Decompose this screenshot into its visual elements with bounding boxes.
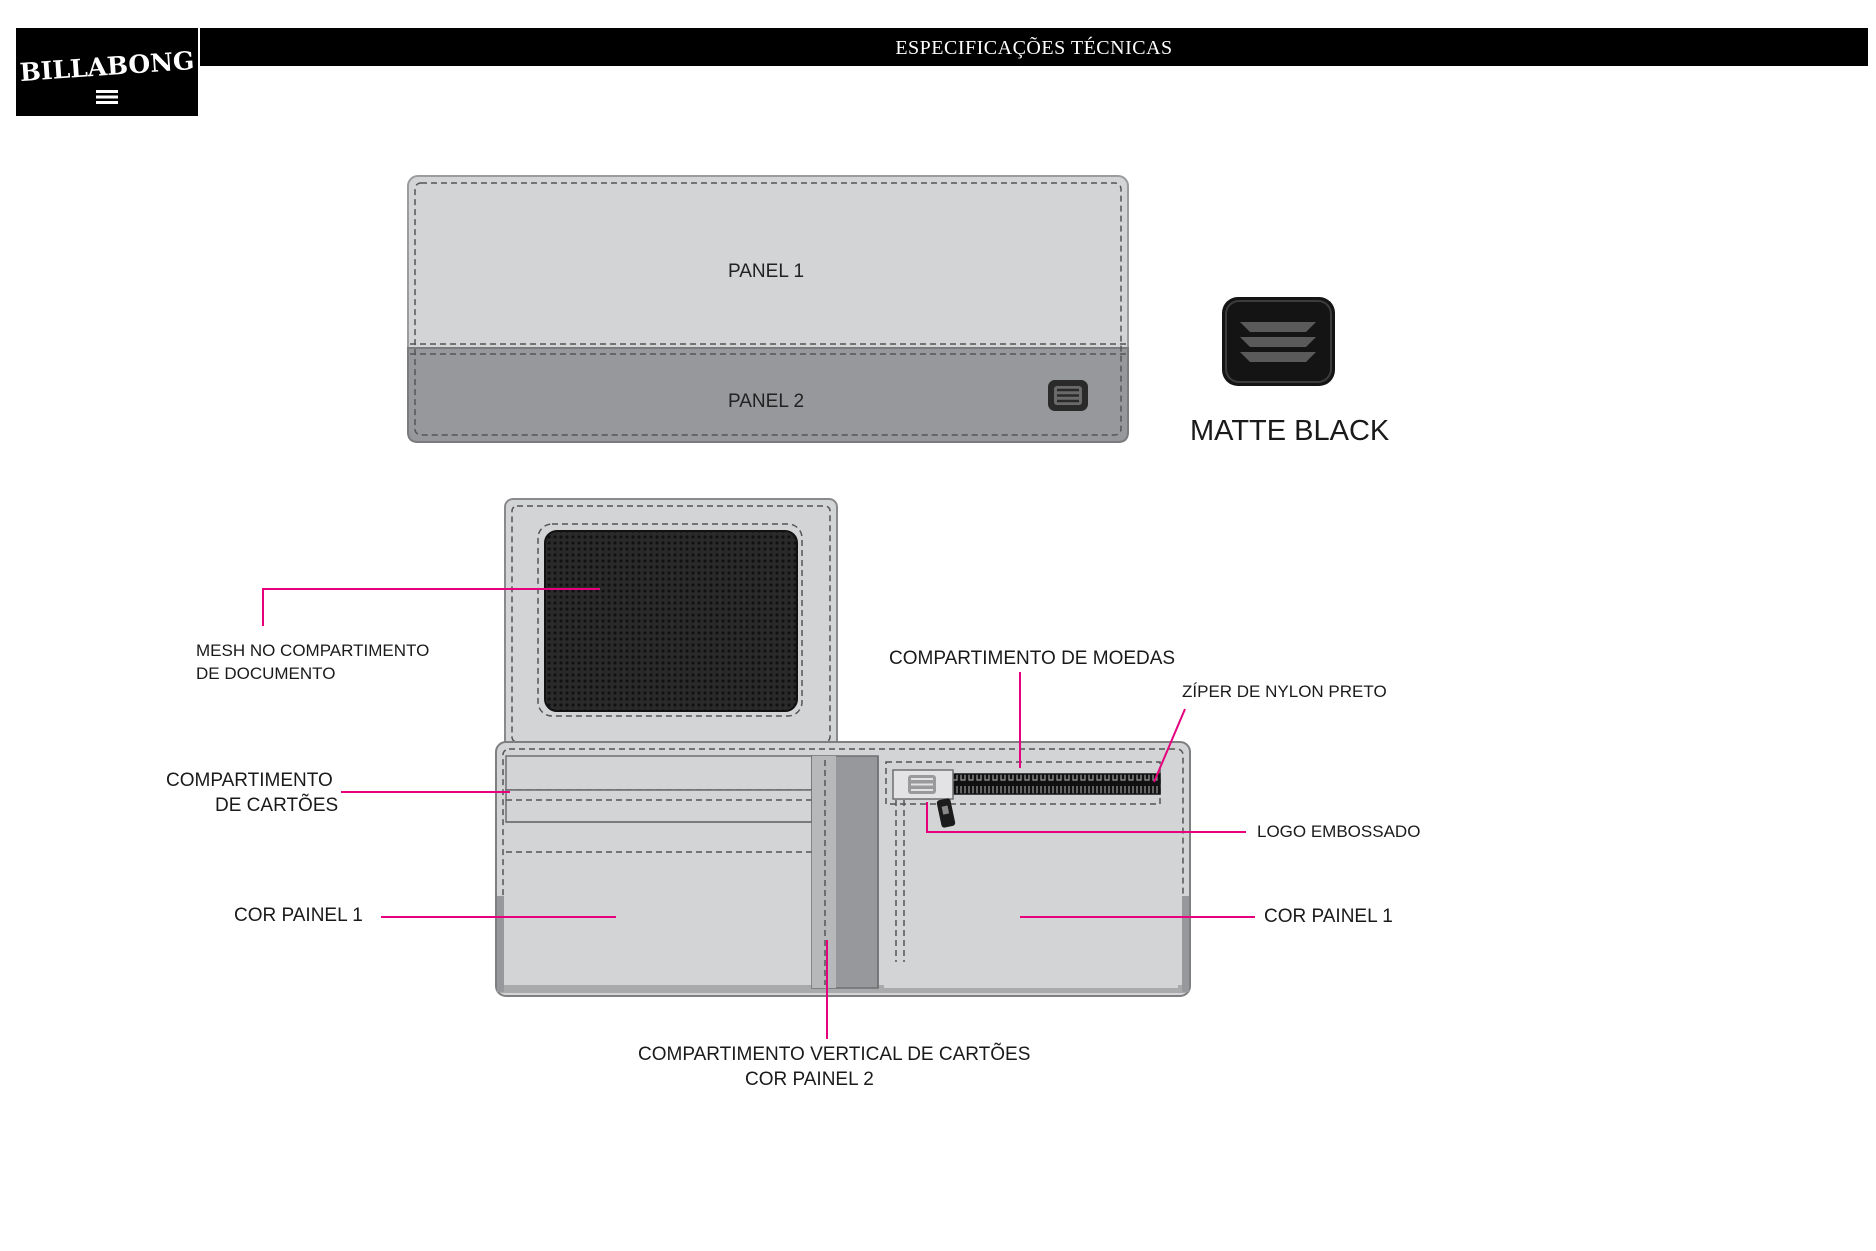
zipper-callout-line bbox=[1153, 708, 1186, 783]
logo-callout-label: LOGO EMBOSSADO bbox=[1257, 822, 1421, 841]
card-slot-2 bbox=[505, 789, 813, 823]
cards-callout-line2: DE CARTÕES bbox=[215, 795, 339, 816]
zipper-pull-icon bbox=[936, 798, 956, 828]
wave-logo-icon bbox=[1240, 322, 1316, 362]
logo-callout-line bbox=[926, 802, 1246, 833]
zipper-tape bbox=[951, 773, 1161, 795]
mesh-callout-line1: MESH NO COMPARTIMENTO bbox=[196, 641, 430, 660]
mesh-window bbox=[544, 530, 798, 712]
mesh-callout-line bbox=[262, 588, 600, 626]
vertical-callout-line2: COR PAINEL 2 bbox=[745, 1069, 874, 1090]
panel-2-label: PANEL 2 bbox=[728, 391, 805, 412]
matte-black-label: MATTE BLACK bbox=[1190, 415, 1390, 447]
vertical-callout-line1: COMPARTIMENTO VERTICAL DE CARTÕES bbox=[638, 1044, 1031, 1065]
header-bar: ESPECIFICAÇÕES TÉCNICAS bbox=[200, 28, 1868, 66]
panel-2-area bbox=[407, 347, 1129, 443]
exterior-logo-patch-icon bbox=[1048, 380, 1088, 411]
zipper-callout-label: ZÍPER DE NYLON PRETO bbox=[1182, 682, 1387, 701]
coins-callout-label: COMPARTIMENTO DE MOEDAS bbox=[889, 648, 1176, 669]
callout-lines bbox=[262, 588, 1255, 1039]
page-title: ESPECIFICAÇÕES TÉCNICAS bbox=[895, 37, 1173, 59]
matte-black-swatch bbox=[1222, 297, 1335, 386]
embossed-logo-icon bbox=[892, 769, 954, 800]
wave-logo-icon bbox=[96, 90, 118, 104]
panel-1-label: PANEL 1 bbox=[728, 261, 805, 282]
brand-logo: BILLABONG bbox=[16, 28, 198, 116]
wallet-exterior bbox=[407, 175, 1129, 443]
cards-callout-line1: COMPARTIMENTO bbox=[166, 770, 333, 791]
cor-painel-right-label: COR PAINEL 1 bbox=[1264, 906, 1393, 927]
card-slot-1 bbox=[505, 755, 813, 791]
mesh-callout-line2: DE DOCUMENTO bbox=[196, 664, 336, 683]
cor-painel-left-label: COR PAINEL 1 bbox=[234, 905, 363, 926]
wallet-interior bbox=[495, 498, 1191, 997]
